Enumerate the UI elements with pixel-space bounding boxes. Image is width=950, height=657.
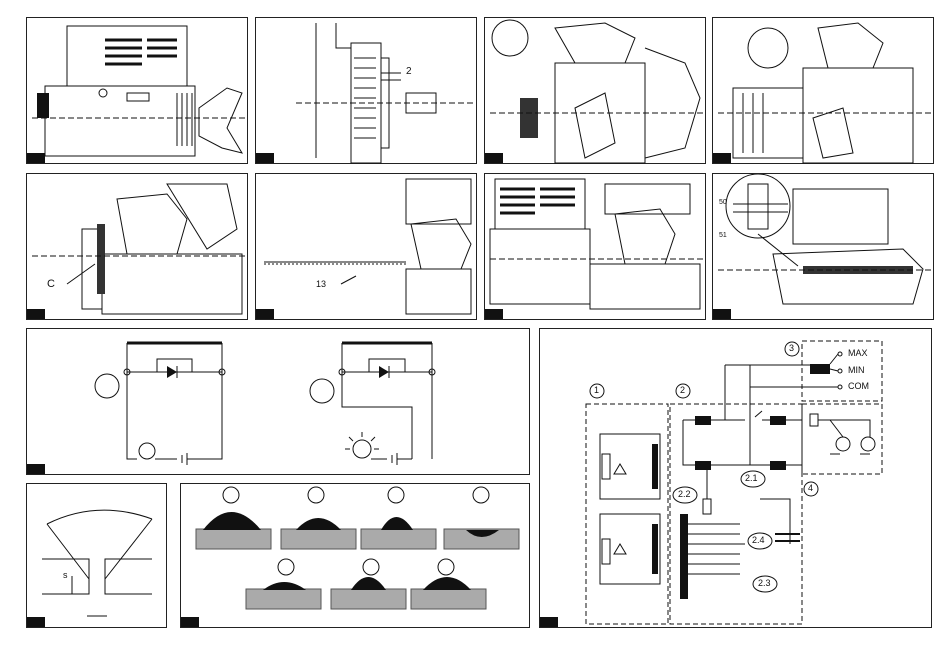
panel-number-tag	[713, 309, 731, 319]
bead-profiles	[196, 487, 519, 609]
engine-coupling-drawing	[485, 18, 707, 165]
bolt-insertion-drawing	[256, 174, 478, 321]
panel-weld-joint: s	[26, 483, 167, 628]
block-number: 4	[808, 483, 813, 493]
panel-number-tag	[256, 309, 274, 319]
switch-label-min: MIN	[848, 365, 865, 375]
assembled-unit-drawing	[485, 174, 707, 321]
panel-number-tag	[27, 153, 45, 163]
indicator-circle	[95, 374, 119, 398]
panel-number-tag	[540, 617, 558, 627]
part-label: 13	[316, 279, 326, 289]
block-number: 2	[680, 385, 685, 395]
panel-weld-beads	[180, 483, 530, 628]
panel-number-tag	[27, 464, 45, 474]
wiring-diagram	[540, 329, 933, 629]
panel-wiring-diagram: 1 2 3 4 2.1 2.2 2.3 2.4 MAX MIN COM	[539, 328, 932, 628]
panel-number-tag	[181, 617, 199, 627]
part-label: C	[47, 278, 55, 290]
detail-label: 51	[719, 232, 727, 239]
panel-number-tag	[485, 309, 503, 319]
panel-diode-test	[26, 328, 530, 475]
bulb-icon	[139, 443, 155, 459]
panel-engine-mounted	[712, 17, 934, 164]
generator-side-drawing	[27, 18, 249, 165]
indicator-circle	[310, 379, 334, 403]
panel-assembled-unit	[484, 173, 706, 320]
block-number: 1	[594, 385, 599, 395]
dimension-label: 2	[406, 66, 412, 77]
panel-fan-gap: 2	[255, 17, 477, 164]
lit-bulb-icon	[353, 440, 371, 458]
block-number: 3	[789, 343, 794, 353]
panel-number-tag	[27, 617, 45, 627]
sub-label: 2.4	[752, 535, 765, 545]
panel-bolt-insertion: 13	[255, 173, 477, 320]
weld-beads-drawing	[181, 484, 531, 629]
panel-section-detail: 50 51	[712, 173, 934, 320]
weld-joint-drawing	[27, 484, 168, 629]
panel-coupling-tool: C	[26, 173, 248, 320]
fan-gap-drawing	[256, 18, 478, 165]
section-detail-drawing	[713, 174, 935, 321]
sub-label: 2.2	[678, 489, 691, 499]
diode-test-circuit	[27, 329, 531, 476]
engine-mounted-drawing	[713, 18, 935, 165]
switch-label-max: MAX	[848, 348, 868, 358]
panel-generator-side-view	[26, 17, 248, 164]
switch-label-com: COM	[848, 381, 869, 391]
panel-number-tag	[27, 309, 45, 319]
sub-label: 2.3	[758, 578, 771, 588]
panel-number-tag	[256, 153, 274, 163]
panel-number-tag	[485, 153, 503, 163]
panel-number-tag	[713, 153, 731, 163]
sub-label: 2.1	[745, 473, 758, 483]
panel-engine-coupling	[484, 17, 706, 164]
dimension-label: s	[63, 570, 68, 580]
coupling-tool-drawing	[27, 174, 249, 321]
detail-label: 50	[719, 199, 727, 206]
